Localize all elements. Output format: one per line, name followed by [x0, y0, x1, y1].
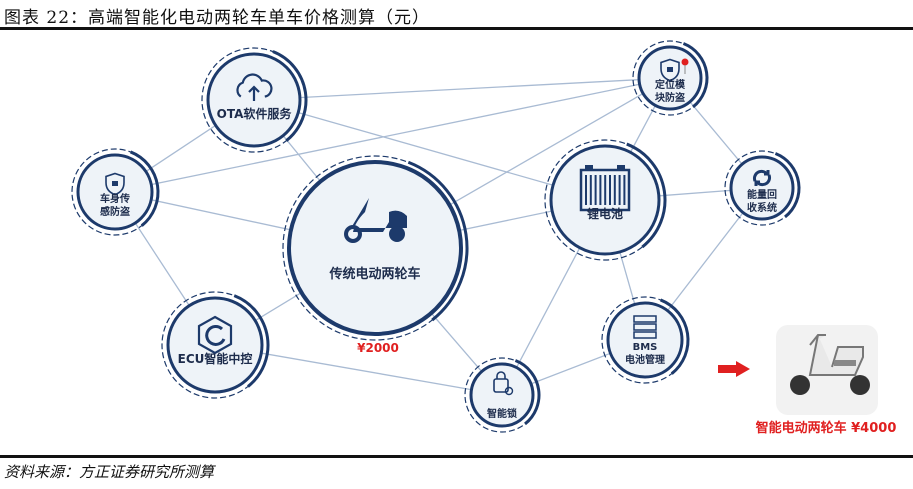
map-pin-icon: [681, 58, 689, 66]
top-rule: [0, 27, 913, 30]
terminal: [585, 165, 593, 170]
arrow-head: [736, 361, 750, 377]
node-label: 车身传: [100, 192, 130, 205]
cloud-upload-icon: [236, 73, 273, 98]
server-unit: [633, 331, 657, 339]
outer-arc: [660, 298, 690, 375]
seat: [834, 360, 856, 366]
node-battery: 锂电池: [544, 139, 667, 261]
shackle: [496, 371, 506, 379]
arrow-shaft: [718, 365, 738, 373]
edge-ecu-lock: [214, 344, 503, 396]
server-unit: [633, 323, 657, 331]
outer-arc: [130, 150, 160, 227]
traditional-price: ¥2000: [357, 341, 399, 355]
outer-arc: [272, 50, 308, 142]
smart-scooter-label: 智能电动两轮车 ¥4000: [756, 420, 897, 436]
node-label: 电池管理: [625, 353, 665, 366]
outer-arc: [233, 294, 270, 388]
outer-arc: [774, 152, 801, 219]
battery-icon: [579, 168, 631, 212]
shield-lock-pin-icon: [660, 58, 680, 82]
node-label: ECU智能中控: [178, 351, 253, 366]
refresh-icon: [753, 169, 771, 187]
node-traditional: 传统电动两轮车: [282, 155, 469, 341]
node-label: OTA软件服务: [217, 106, 293, 121]
bottom-rule: [0, 455, 913, 458]
node-circle: [469, 362, 535, 428]
smart-lock-icon: [493, 378, 509, 393]
source-note: 资料来源：方正证券研究所测算: [4, 463, 215, 481]
wheel-icon: [389, 226, 405, 242]
node-ecu: ECU智能中控: [161, 291, 270, 399]
arrow-up-icon: [248, 85, 260, 101]
node-label: 传统电动两轮车: [328, 266, 420, 282]
outer-arc: [682, 42, 709, 109]
keyhole-icon: [504, 386, 514, 396]
edge-ota-locator: [253, 77, 671, 101]
shield-lock-icon: [105, 172, 125, 196]
outer-arc: [407, 160, 469, 322]
figure-title: 图表 22：高端智能化电动两轮车单车价格测算（元）: [4, 8, 431, 28]
outer-arc: [626, 142, 667, 249]
node-label: 能量回: [747, 188, 777, 201]
smart-scooter-image: [776, 325, 878, 415]
node-ota: OTA软件服务: [201, 47, 308, 153]
node-lock: 智能锁: [464, 357, 541, 433]
front-wheel: [790, 375, 810, 395]
terminal: [617, 165, 625, 170]
node-label: 块防盗: [655, 91, 685, 104]
node-label: 收系统: [747, 201, 777, 214]
arrow-right-icon: [718, 361, 750, 377]
hexagon-chip-icon: [197, 315, 233, 355]
wheel-icon: [344, 225, 362, 243]
rear-wheel: [850, 375, 870, 395]
lock-icon: [112, 181, 118, 186]
outer-arc: [514, 359, 541, 426]
scooter-icon: [351, 198, 407, 232]
server-unit: [633, 315, 657, 323]
lock-icon: [667, 67, 673, 72]
edge-ota-battery: [253, 99, 606, 201]
c-arc: [205, 324, 226, 346]
edge-body_sensor-locator: [114, 77, 671, 193]
node-label: BMS: [633, 342, 658, 353]
node-label: 感防盗: [100, 205, 130, 218]
node-label: 锂电池: [587, 206, 623, 221]
node-circle: [729, 155, 795, 221]
node-label: 定位模: [655, 78, 686, 91]
node-circle: [76, 153, 154, 231]
node-label: 智能锁: [487, 407, 517, 420]
node-circle: [606, 301, 684, 379]
node-circle: [287, 160, 463, 336]
